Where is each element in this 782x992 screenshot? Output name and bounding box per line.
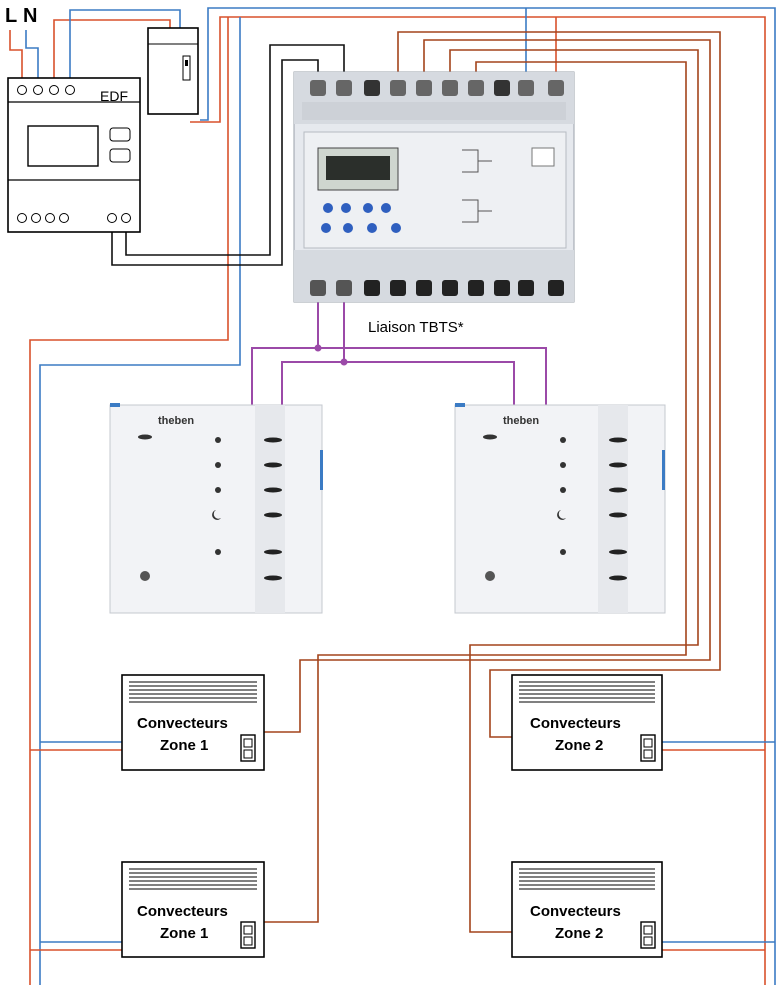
meter-label: EDF [100,88,128,104]
heater-zone: Zone 1 [160,925,208,942]
pilot-wires [264,31,721,933]
supply-line-wire [9,30,23,78]
link-junction [340,358,348,366]
room-unit-right: theben [454,403,666,614]
main-live-feed [190,16,766,985]
edf-meter: EDF [7,77,141,233]
link-label: Liaison TBTS* [368,319,464,336]
heater-zone: Zone 2 [555,737,603,754]
room-unit-left: theben [109,403,323,614]
heater-zone1-bottom: Convecteurs Zone 1 [121,861,265,958]
main-neutral-feed [200,7,776,985]
heater-zone: Zone 1 [160,737,208,754]
link-junction [314,344,322,352]
circuit-breaker [147,27,199,115]
heater-title: Convecteurs [530,903,621,920]
bottom-terminals [310,280,564,296]
heater-zone2-top: Convecteurs Zone 2 [511,674,663,771]
left-live-drop [29,17,229,985]
control-wires [111,44,345,266]
heater-zone: Zone 2 [555,925,603,942]
meter-display [27,125,99,167]
room-unit-brand: theben [503,415,539,427]
supply-wires [9,7,776,985]
heater-title: Convecteurs [137,715,228,732]
heater-title: Convecteurs [137,903,228,920]
supply-neutral-wire [25,30,39,78]
tbts-link-wires [251,290,547,420]
heater-zone1-top: Convecteurs Zone 1 [121,674,265,771]
heater-title: Convecteurs [530,715,621,732]
left-neutral-drop [39,17,241,985]
neutral-label: N [23,5,37,27]
room-unit-brand: theben [158,415,194,427]
programmer-module [293,71,575,303]
heater-zone2-bottom: Convecteurs Zone 2 [511,861,663,958]
line-label: L [5,5,17,27]
top-terminals [310,80,564,96]
